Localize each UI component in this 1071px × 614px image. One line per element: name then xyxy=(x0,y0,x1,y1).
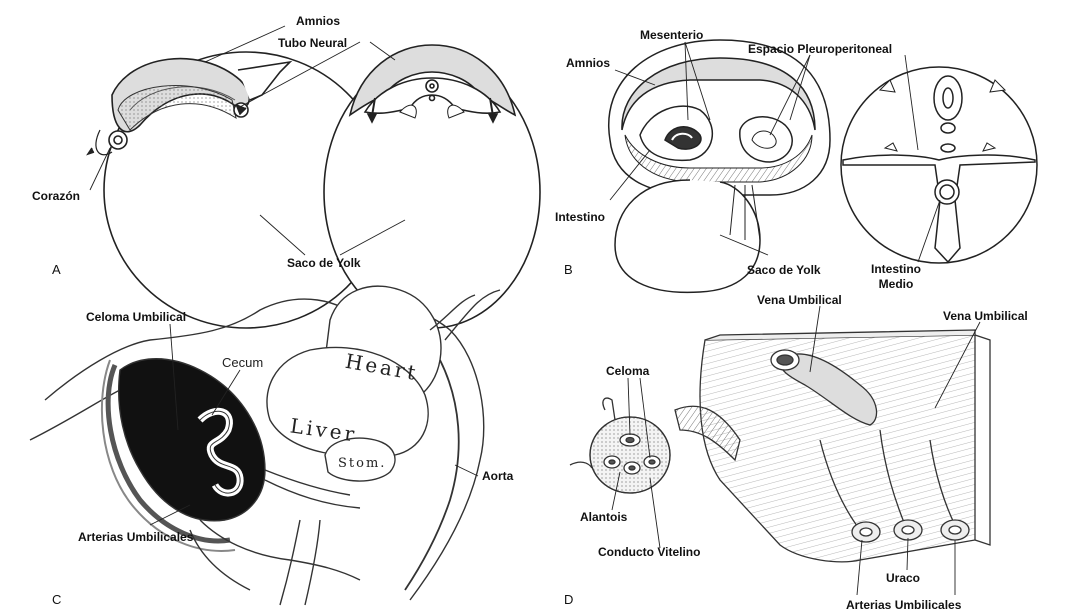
panel-a-drawing xyxy=(88,45,540,328)
label-intestino-medio-line2: Medio xyxy=(866,277,926,291)
label-aorta: Aorta xyxy=(482,469,513,483)
label-intestino: Intestino xyxy=(555,210,605,224)
label-tubo-neural: Tubo Neural xyxy=(278,36,347,50)
label-conducto-vitelino: Conducto Vitelino xyxy=(598,545,700,559)
label-espacio-pleuroperitoneal: Espacio Pleuroperitoneal xyxy=(748,42,892,56)
panel-letter-b: B xyxy=(564,262,573,277)
label-arterias-umbilicales-d: Arterias Umbilicales xyxy=(846,598,961,612)
label-stom: Stom. xyxy=(338,456,386,471)
panel-b-drawing xyxy=(609,40,1037,292)
label-celoma: Celoma xyxy=(606,364,649,378)
label-intestino-medio-line1: Intestino xyxy=(866,262,926,276)
label-amnios-b: Amnios xyxy=(566,56,610,70)
panel-letter-a: A xyxy=(52,262,61,277)
label-mesenterio: Mesenterio xyxy=(640,28,703,42)
panel-letter-c: C xyxy=(52,592,61,607)
label-vena-umbilical-1: Vena Umbilical xyxy=(757,293,842,307)
label-uraco: Uraco xyxy=(886,571,920,585)
label-cecum: Cecum xyxy=(222,355,263,370)
label-saco-de-yolk-b: Saco de Yolk xyxy=(747,263,821,277)
label-corazon: Corazón xyxy=(32,189,80,203)
panel-c-drawing xyxy=(30,286,500,605)
label-saco-de-yolk-a: Saco de Yolk xyxy=(287,256,361,270)
label-alantois: Alantois xyxy=(580,510,627,524)
label-celoma-umbilical: Celoma Umbilical xyxy=(86,310,186,324)
panel-letter-d: D xyxy=(564,592,573,607)
label-arterias-umbilicales-c: Arterias Umbilicales xyxy=(78,530,193,544)
label-amnios-a: Amnios xyxy=(296,14,340,28)
label-vena-umbilical-2: Vena Umbilical xyxy=(943,309,1028,323)
